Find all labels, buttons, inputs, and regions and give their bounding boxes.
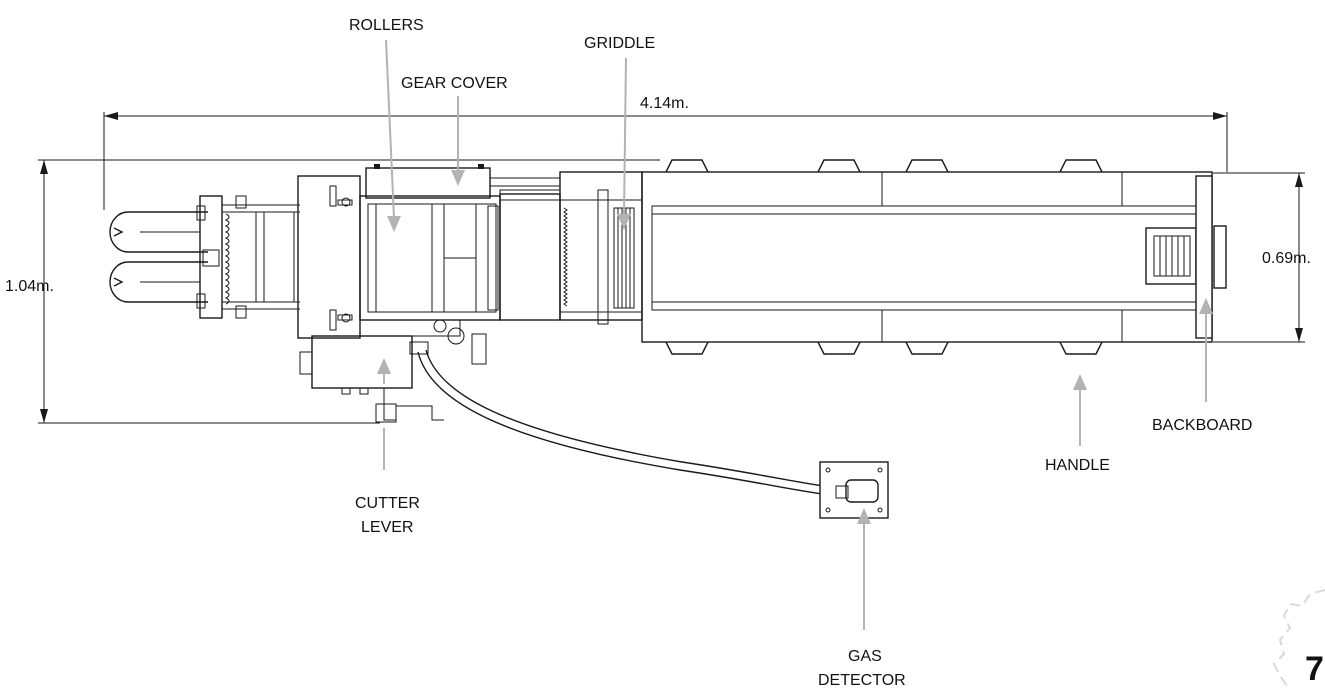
gear-cover-label: GEAR COVER	[401, 75, 508, 92]
gear-icon	[1272, 589, 1325, 691]
transfer-section	[499, 171, 643, 325]
body-width-dimension: 0.69m.	[1213, 172, 1311, 343]
cutter-lever-label-line2: LEVER	[361, 519, 413, 536]
callout-labels: ROLLERS GRIDDLE GEAR COVER CUTTER LEVER …	[349, 17, 1252, 689]
length-dimension-label: 4.14m.	[640, 95, 689, 112]
length-dimension: 4.14m.	[103, 95, 1228, 210]
cutter-lever-label-line1: CUTTER	[355, 495, 420, 512]
backboard-label: BACKBOARD	[1152, 417, 1252, 434]
gas-detector-label-line2: DETECTOR	[818, 672, 906, 689]
total-width-dimension: 1.04m.	[5, 159, 660, 424]
backboard	[1195, 175, 1227, 339]
callout-arrows	[377, 39, 1213, 630]
body-width-dimension-label: 0.69m.	[1262, 250, 1311, 267]
total-width-dimension-label: 1.04m.	[5, 278, 54, 295]
handle-label: HANDLE	[1045, 457, 1110, 474]
gas-detector	[819, 461, 889, 519]
griddle-label: GRIDDLE	[584, 35, 655, 52]
rollers-label: ROLLERS	[349, 17, 424, 34]
gas-detector-label-line1: GAS	[848, 648, 882, 665]
roller-housing	[297, 175, 501, 339]
cutter-mechanism	[299, 319, 487, 423]
page-number-badge: 7	[1272, 589, 1325, 691]
feed-hoppers	[109, 195, 300, 319]
gas-hose	[409, 341, 839, 497]
griddle-body	[641, 171, 1213, 343]
handles	[665, 159, 1103, 355]
page-number: 7	[1305, 650, 1324, 688]
